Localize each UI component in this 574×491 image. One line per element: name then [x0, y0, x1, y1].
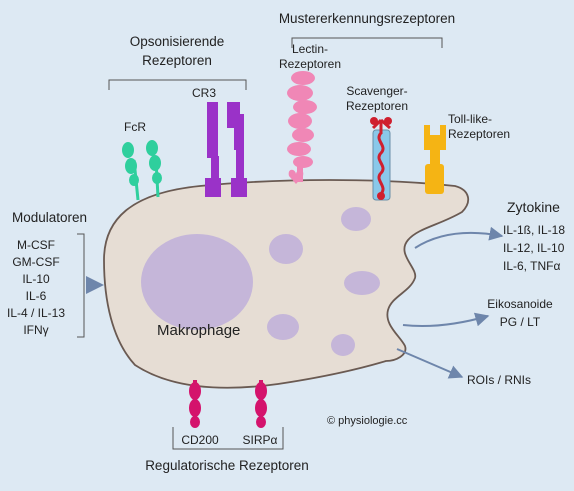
modulator-item: GM-CSF	[12, 255, 59, 269]
cd200-receptor	[189, 380, 201, 428]
regulatorische-bracket	[172, 427, 284, 450]
scavenger-receptor	[370, 117, 392, 201]
zytokine-item: IL-12, IL-10	[503, 241, 565, 255]
cell-membrane	[103, 179, 470, 389]
modulator-item: IL-6	[26, 289, 47, 303]
cd200-label: CD200	[181, 433, 219, 447]
copyright-label: © physiologie.cc	[327, 415, 408, 427]
modulator-item: IL-4 / IL-13	[7, 306, 65, 320]
sirpa-receptor	[255, 380, 267, 428]
eikosanoide-label: Eikosanoide	[487, 297, 553, 311]
fcr-receptor	[122, 140, 162, 201]
lectin-label: Lectin-	[292, 42, 328, 56]
vesicle	[331, 334, 355, 356]
eikosanoide-arrow	[402, 312, 490, 327]
modulator-list: M-CSF GM-CSF IL-10 IL-6 IL-4 / IL-13 IFN…	[7, 238, 65, 337]
modulator-item: IL-10	[22, 272, 50, 286]
modulatoren-label: Modulatoren	[12, 210, 87, 225]
modulator-item: M-CSF	[17, 238, 55, 252]
lectin-label: Rezeptoren	[279, 57, 341, 71]
zytokine-item: IL-1ß, IL-18	[503, 223, 565, 237]
tolllike-label: Rezeptoren	[448, 127, 510, 141]
zytokine-arrow	[414, 226, 504, 249]
mustererkennung-bracket	[291, 37, 443, 48]
opsonisierend-label: Rezeptoren	[142, 53, 212, 68]
vesicle	[344, 271, 380, 295]
lectin-receptor	[287, 71, 317, 184]
scavenger-label: Rezeptoren	[346, 99, 408, 113]
modulatoren-bracket	[77, 233, 85, 338]
tolllike-receptor	[424, 125, 446, 194]
vesicle	[269, 234, 303, 264]
cell-name-label: Makrophage	[157, 322, 240, 339]
regulatorische-label: Regulatorische Rezeptoren	[145, 458, 309, 473]
scavenger-label: Scavenger-	[346, 84, 407, 98]
nucleus	[141, 234, 253, 330]
vesicle	[341, 207, 371, 231]
opsonisierend-label: Opsonisierende	[130, 34, 225, 49]
rois-arrow	[396, 348, 464, 379]
mustererkennung-label: Mustererkennungsrezeptoren	[279, 11, 455, 26]
cr3-receptor	[205, 102, 247, 197]
modulator-arrowhead	[86, 276, 104, 294]
rois-label: ROIs / RNIs	[467, 373, 531, 387]
fcr-label: FcR	[124, 120, 146, 134]
pg-lt-label: PG / LT	[500, 315, 541, 329]
zytokine-item: IL-6, TNFα	[503, 259, 560, 273]
modulator-item: IFNγ	[23, 323, 48, 337]
zytokine-list: IL-1ß, IL-18 IL-12, IL-10 IL-6, TNFα	[503, 223, 565, 273]
vesicle	[267, 314, 299, 340]
cr3-label: CR3	[192, 86, 216, 100]
tolllike-label: Toll-like-	[448, 112, 492, 126]
zytokine-label: Zytokine	[507, 199, 560, 215]
sirpa-label: SIRPα	[243, 433, 278, 447]
opsonisierend-bracket	[108, 79, 247, 90]
